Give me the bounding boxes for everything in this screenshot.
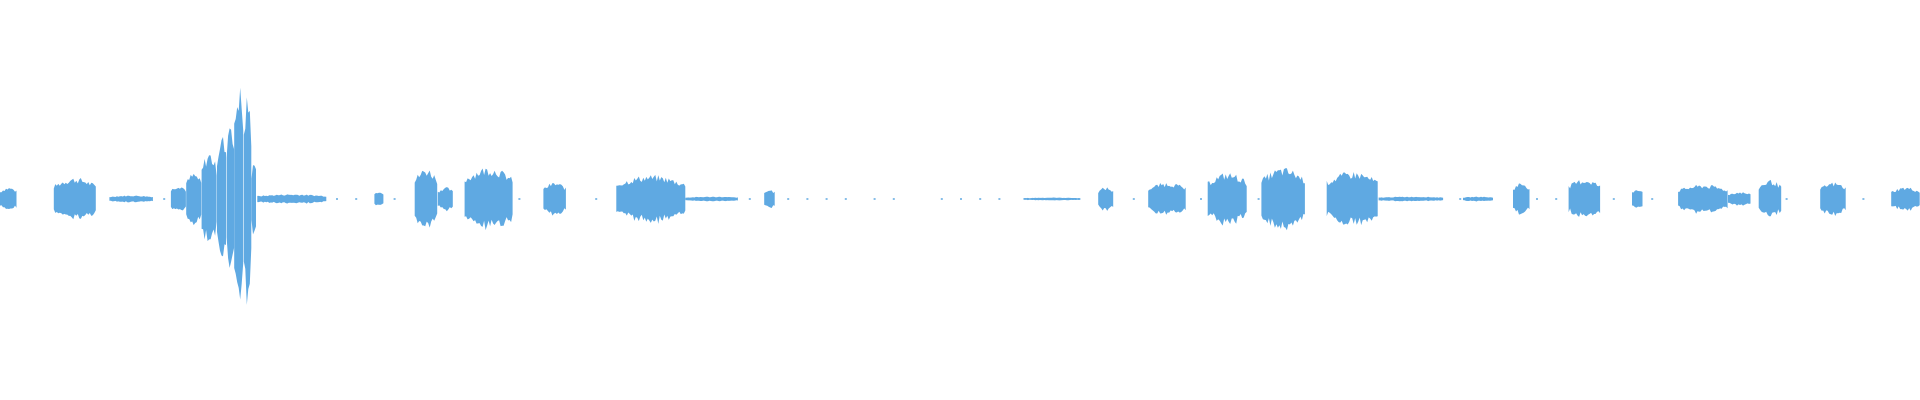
waveform-noise-dot bbox=[1785, 198, 1788, 200]
waveform-segment bbox=[1098, 187, 1114, 211]
waveform-segment bbox=[257, 194, 327, 204]
waveform-segment bbox=[1148, 183, 1186, 215]
waveform-noise-dot bbox=[825, 198, 828, 200]
waveform-segment bbox=[234, 87, 244, 300]
waveform-noise-dot bbox=[806, 198, 809, 200]
waveform-segment bbox=[226, 128, 235, 268]
waveform-segment bbox=[1728, 192, 1751, 206]
waveform-segment bbox=[1891, 187, 1920, 211]
waveform-noise-dot bbox=[595, 198, 598, 200]
waveform-segment bbox=[201, 155, 217, 242]
waveform-segment bbox=[1023, 197, 1081, 201]
waveform-noise-dot bbox=[998, 198, 1001, 200]
waveform-noise-dot bbox=[1555, 198, 1558, 200]
waveform-noise-dot bbox=[892, 198, 895, 200]
waveform-segment bbox=[1463, 196, 1493, 202]
waveform-segment bbox=[1820, 182, 1846, 216]
waveform-noise bbox=[115, 198, 1865, 200]
waveform-segment bbox=[1568, 180, 1601, 217]
waveform-segment bbox=[1261, 168, 1305, 231]
waveform-noise-dot bbox=[940, 198, 943, 200]
waveform-noise-dot bbox=[115, 198, 118, 200]
waveform-segment bbox=[543, 183, 566, 216]
waveform-noise-dot bbox=[1651, 198, 1654, 200]
waveform-segment bbox=[685, 196, 738, 202]
waveform-noise-dot bbox=[393, 198, 396, 200]
waveform-noise-dot bbox=[1200, 198, 1202, 200]
waveform-noise-dot bbox=[1132, 198, 1135, 200]
waveform-noise-dot bbox=[1612, 198, 1615, 200]
waveform-noise-dot bbox=[979, 198, 982, 200]
waveform-segment bbox=[1678, 184, 1728, 214]
waveform-noise-dot bbox=[518, 198, 521, 200]
waveform-noise-dot bbox=[844, 198, 847, 200]
waveform-segment bbox=[251, 165, 256, 235]
waveform-noise-dot bbox=[1862, 198, 1865, 200]
waveform-segment bbox=[1326, 172, 1378, 226]
waveform-segment bbox=[217, 137, 226, 257]
waveform-segment bbox=[374, 192, 384, 206]
waveform-segment bbox=[1378, 196, 1444, 202]
waveform-segment bbox=[109, 195, 153, 203]
waveform-segment bbox=[0, 188, 17, 209]
waveform-segment bbox=[437, 187, 453, 212]
waveform-segments bbox=[0, 87, 1920, 305]
waveform-noise-dot bbox=[873, 198, 876, 200]
waveform-noise-dot bbox=[355, 198, 358, 200]
waveform-segment bbox=[464, 168, 513, 231]
waveform-segment bbox=[170, 187, 186, 211]
waveform-noise-dot bbox=[1382, 198, 1385, 200]
waveform-noise-dot bbox=[787, 198, 790, 200]
waveform-noise-dot bbox=[1536, 198, 1538, 200]
waveform-segment bbox=[53, 178, 96, 220]
waveform-segment bbox=[1207, 173, 1247, 226]
waveform-noise-dot bbox=[748, 198, 751, 200]
waveform-segment bbox=[186, 173, 202, 226]
waveform-segment bbox=[616, 174, 686, 224]
waveform-noise-dot bbox=[960, 198, 962, 200]
waveform-segment bbox=[764, 190, 775, 208]
waveform-noise-dot bbox=[336, 198, 338, 200]
waveform-segment bbox=[414, 170, 438, 228]
waveform-noise-dot bbox=[1459, 198, 1462, 200]
waveform-segment bbox=[1632, 190, 1643, 208]
waveform-noise-dot bbox=[1257, 198, 1260, 200]
waveform-noise-dot bbox=[163, 198, 166, 200]
waveform-segment bbox=[1758, 179, 1782, 217]
waveform-segment bbox=[1513, 183, 1530, 215]
waveform-segment bbox=[243, 97, 252, 305]
